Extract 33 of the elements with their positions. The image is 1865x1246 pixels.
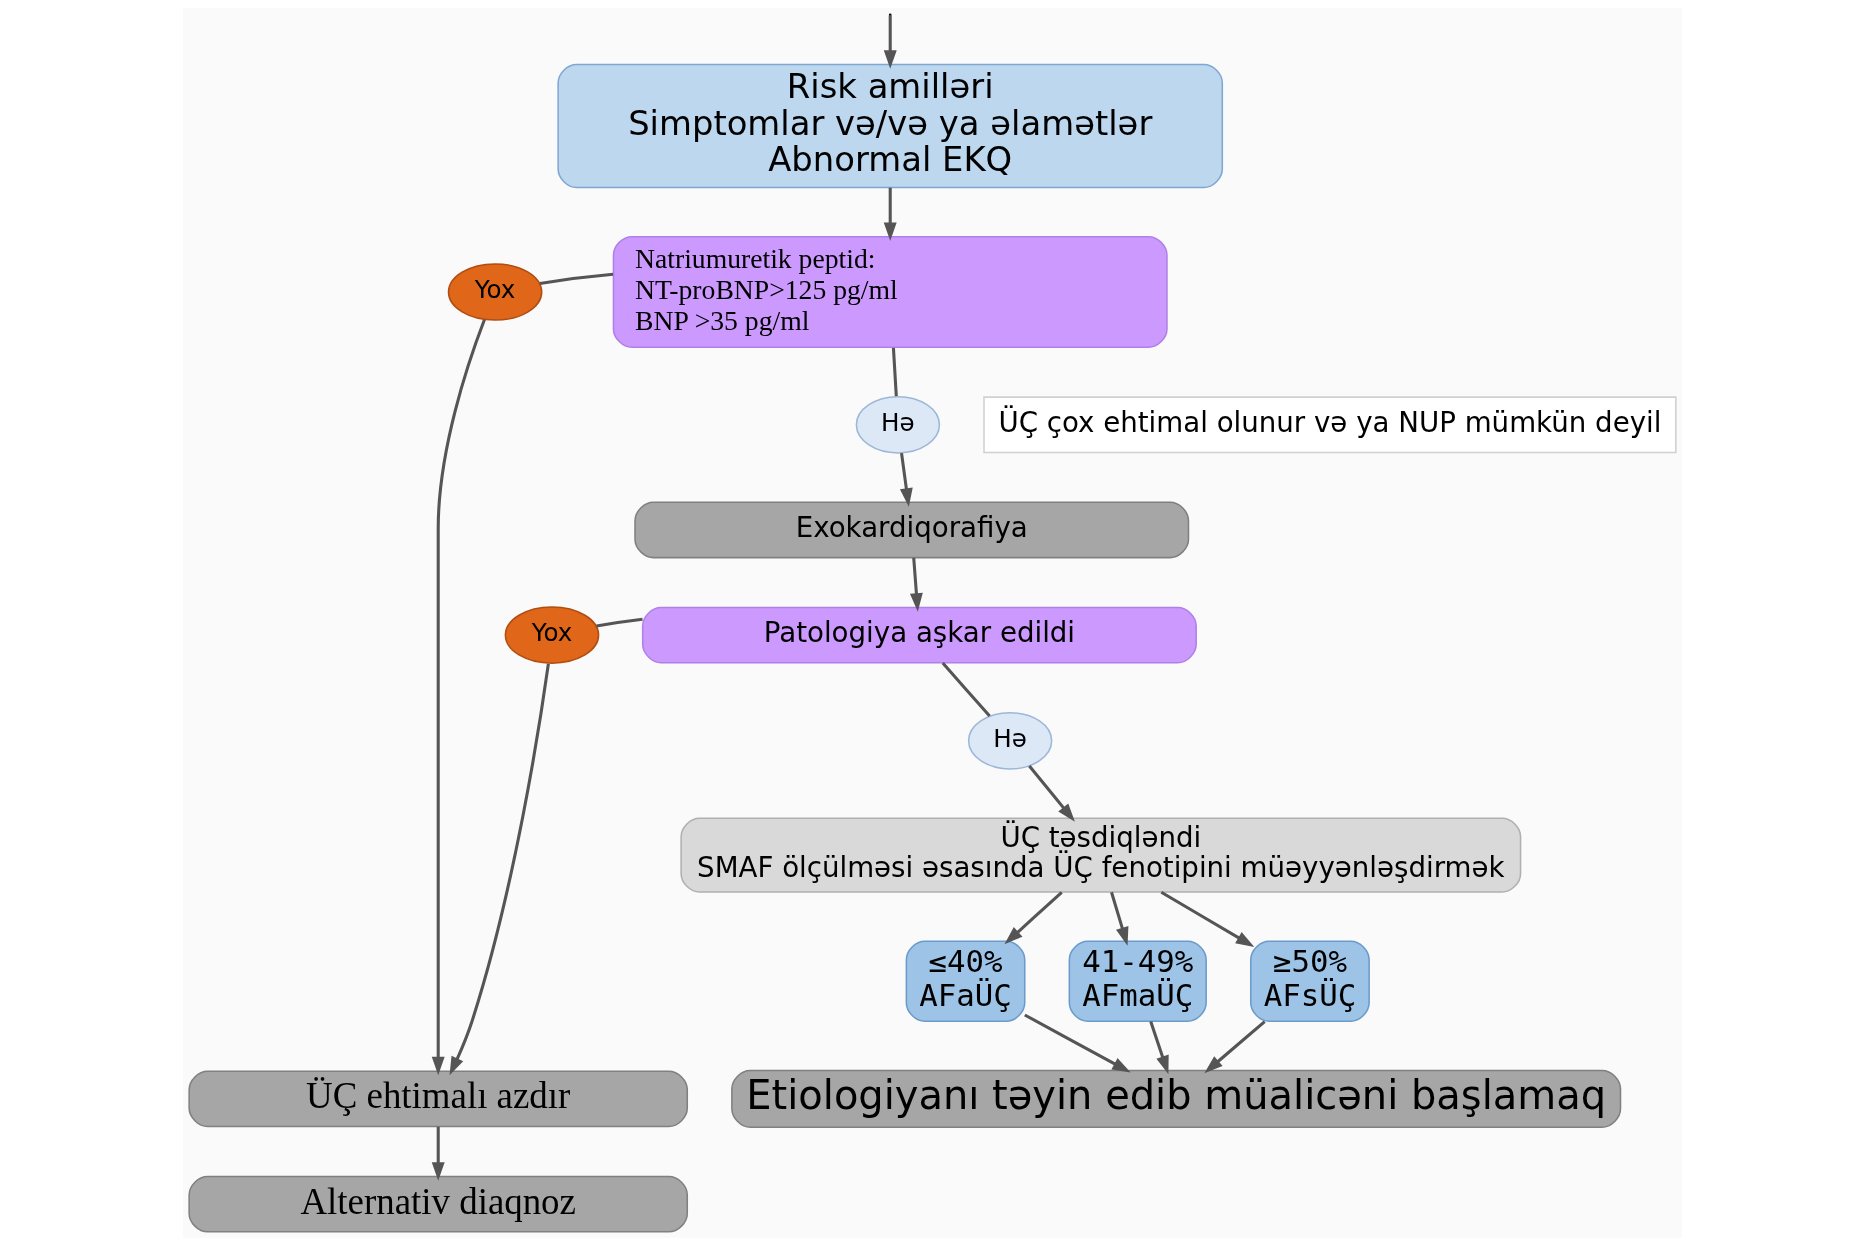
node-box: Patologiya aşkar edildi bbox=[641, 606, 1197, 664]
connector bbox=[596, 617, 643, 628]
arrow bbox=[1110, 891, 1129, 946]
node-box: ≤40% AFaÜÇ bbox=[905, 940, 1026, 1022]
node-ellipse: Hə bbox=[855, 395, 941, 454]
arrow bbox=[449, 663, 550, 1076]
arrow bbox=[1204, 1020, 1266, 1074]
connector bbox=[891, 347, 898, 397]
node-ellipse: Yox bbox=[504, 606, 600, 664]
arrow bbox=[1149, 1021, 1169, 1075]
node-box: ÜÇ çox ehtimal olunur və ya NUP mümkün deyil bbox=[983, 396, 1677, 454]
node-box: Natriumuretik peptid: NT-proBNP>125 pg/ml BNP >35 pg/ml bbox=[612, 235, 1168, 349]
node-box: 41-49% AFmaÜÇ bbox=[1068, 940, 1207, 1022]
node-box: ≥50% AFsÜÇ bbox=[1250, 940, 1370, 1022]
node-ellipse: Yox bbox=[447, 263, 543, 321]
node-box: Exokardiqorafiya bbox=[634, 501, 1190, 559]
node-box: Risk amilləri Simptomlar və/və ya əlamətlər Abnormal EKQ bbox=[557, 63, 1224, 189]
node-box: ÜÇ ehtimalı azdır bbox=[188, 1070, 689, 1128]
arrow bbox=[899, 452, 913, 507]
node-box: ÜÇ təsdiqləndi SMAF ölçülməsi əsasında ÜÇ fenotipini müəyyənləşdirmək bbox=[680, 817, 1522, 893]
connector bbox=[941, 662, 991, 718]
node-ellipse: Hə bbox=[967, 711, 1053, 770]
connector bbox=[539, 272, 614, 285]
node-box: Etiologiyanı təyin edib müalicəni başlamaq bbox=[731, 1069, 1622, 1129]
node-box: Alternativ diaqnoz bbox=[188, 1175, 689, 1233]
arrow bbox=[883, 187, 897, 242]
arrow bbox=[1160, 890, 1255, 947]
arrow bbox=[1024, 1013, 1131, 1073]
arrow bbox=[1028, 765, 1075, 822]
arrow bbox=[1004, 891, 1063, 945]
arrow bbox=[909, 557, 923, 612]
arrow bbox=[431, 319, 486, 1076]
arrow bbox=[431, 1126, 445, 1181]
